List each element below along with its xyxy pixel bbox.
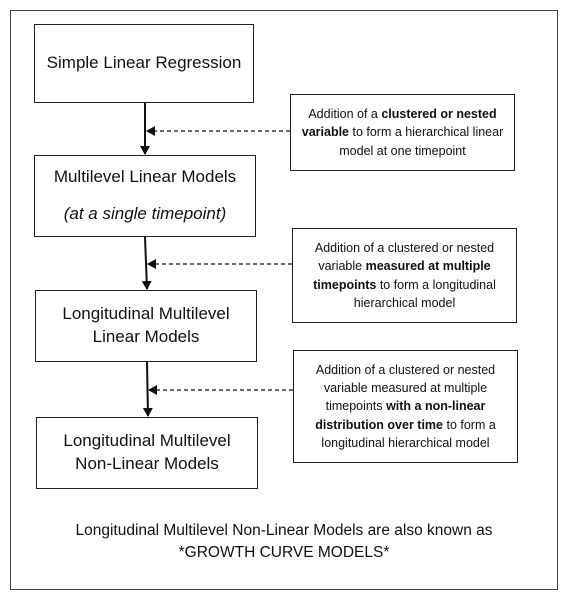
box-simple-linear-regression: Simple Linear Regression [34, 24, 254, 103]
box-nonlinear-label: Longitudinal Multilevel Non-Linear Model… [63, 431, 231, 473]
box-multilevel-label: Multilevel Linear Models [53, 167, 237, 187]
diagram-frame [10, 10, 558, 590]
caption-line-1: Longitudinal Multilevel Non-Linear Model… [75, 522, 493, 539]
note1-bold: clustered or nested variable [301, 107, 497, 140]
note1-text-b: to form a hierarchical linear model at o… [339, 125, 504, 158]
box-longitudinal-label: Longitudinal Multilevel Linear Models [62, 304, 230, 346]
box-multilevel-sublabel: (at a single timepoint) [63, 204, 227, 223]
flow-arrow-3 [142, 361, 153, 417]
box-simple-label: Simple Linear Regression [46, 53, 242, 73]
note3-bold: with a non-linear distribution over time [315, 399, 486, 432]
note3-text-b: to form a longitudinal hierarchical mode… [321, 417, 496, 450]
note-multiple-timepoints: Addition of a clustered or nested variab… [292, 228, 517, 323]
note2-text-a: Addition of a clustered or nested variab… [314, 241, 495, 274]
note-non-linear-distribution: Addition of a clustered or nested variab… [293, 350, 518, 463]
note3-text-a: Addition of a clustered or nested variab… [315, 363, 496, 414]
box-longitudinal-multilevel-nonlinear: Longitudinal Multilevel Non-Linear Model… [36, 417, 258, 489]
note2-text-b: to form a longitudinal hierarchical mode… [353, 277, 496, 310]
note1-text-a: Addition of a [308, 107, 382, 122]
note-clustered-variable: Addition of a clustered or nested variab… [290, 94, 515, 171]
box-multilevel-linear-models: Multilevel Linear Models (at a single ti… [34, 155, 256, 237]
box-longitudinal-multilevel-linear: Longitudinal Multilevel Linear Models [35, 290, 257, 362]
flow-arrow-2 [141, 236, 152, 290]
caption: Longitudinal Multilevel Non-Linear Model… [10, 520, 558, 565]
note2-bold: measured at multiple timepoints [313, 259, 491, 292]
caption-line-2: *GROWTH CURVE MODELS* [178, 544, 390, 562]
